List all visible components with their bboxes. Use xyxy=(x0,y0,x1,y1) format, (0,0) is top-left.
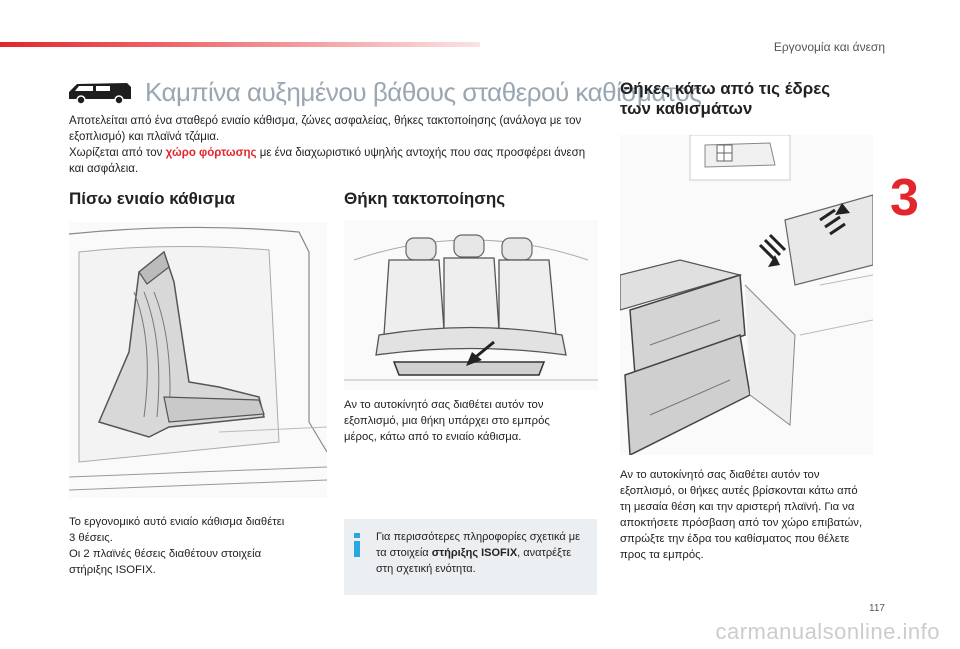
rear-seat-text-1: Το εργονομικό αυτό ενιαίο κάθισμα διαθέτ… xyxy=(69,516,285,544)
page-number: 117 xyxy=(869,603,885,614)
under-seat-storage-illustration xyxy=(620,135,873,455)
watermark-text: carmanualsonline.info xyxy=(715,619,940,644)
page-title: Καμπίνα αυξημένου βάθους σταθερού καθίσμ… xyxy=(145,77,702,107)
isofix-reference: στήριξης ISOFIX xyxy=(431,547,518,559)
info-icon xyxy=(354,533,360,557)
rear-seat-heading: Πίσω ενιαίο κάθισμα xyxy=(69,189,235,208)
van-icon xyxy=(69,83,131,105)
front-storage-illustration xyxy=(344,220,598,390)
info-box: Για περισσότερες πληροφορίες σχετικά με … xyxy=(344,519,597,595)
intro-text: Αποτελείται από ένα σταθερό ενιαίο κάθισ… xyxy=(69,113,599,177)
cargo-space-highlight: χώρο φόρτωσης xyxy=(165,147,257,159)
info-text: Για περισσότερες πληροφορίες σχετικά με … xyxy=(376,531,581,575)
header-accent-bar xyxy=(0,42,480,47)
rear-seat-text-2: Οι 2 πλαϊνές θέσεις διαθέτουν στοιχεία σ… xyxy=(69,548,262,576)
rear-bench-illustration xyxy=(69,222,327,498)
rear-seat-text: Το εργονομικό αυτό ενιαίο κάθισμα διαθέτ… xyxy=(69,514,289,578)
intro-line-2: Χωρίζεται από τον χώρο φόρτωσης με ένα δ… xyxy=(69,147,586,175)
under-seat-heading: Θήκες κάτω από τις έδρες των καθισμάτων xyxy=(620,79,831,118)
section-title: Εργονομία και άνεση xyxy=(773,40,885,54)
intro-line-1: Αποτελείται από ένα σταθερό ενιαίο κάθισ… xyxy=(69,115,582,143)
storage-text: Αν το αυτοκίνητό σας διαθέτει αυτόν τον … xyxy=(344,399,550,443)
chapter-number: 3 xyxy=(890,169,919,227)
storage-heading: Θήκη τακτοποίησης xyxy=(344,189,506,208)
under-seat-text: Αν το αυτοκίνητό σας διαθέτει αυτόν τον … xyxy=(620,469,863,561)
